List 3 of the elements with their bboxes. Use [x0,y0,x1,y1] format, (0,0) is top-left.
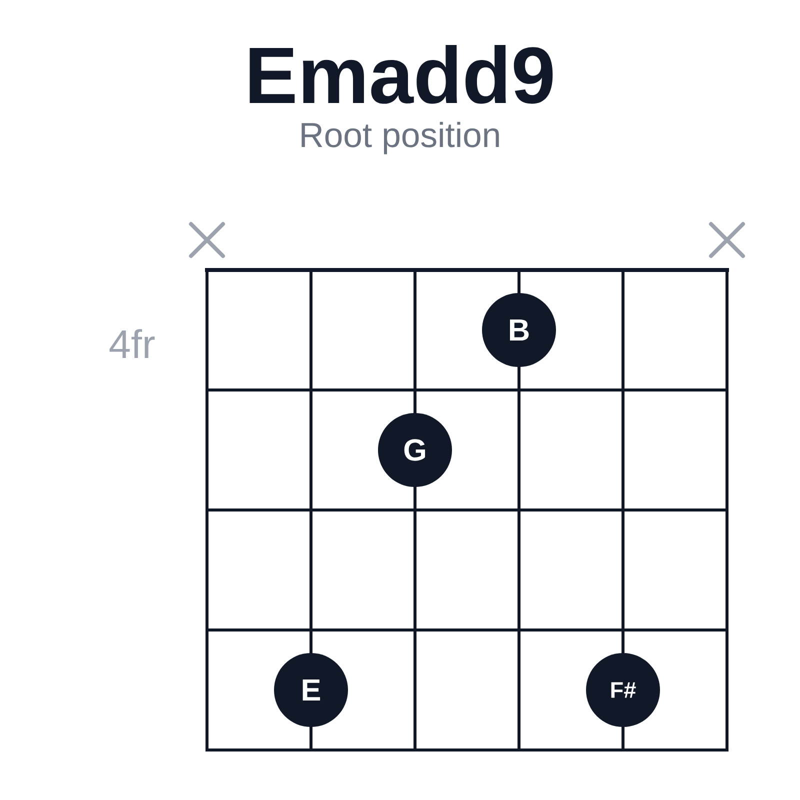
subtitle: Root position [302,122,499,154]
fret-number: 4fr [110,329,155,358]
title: Emadd9 [250,45,553,104]
